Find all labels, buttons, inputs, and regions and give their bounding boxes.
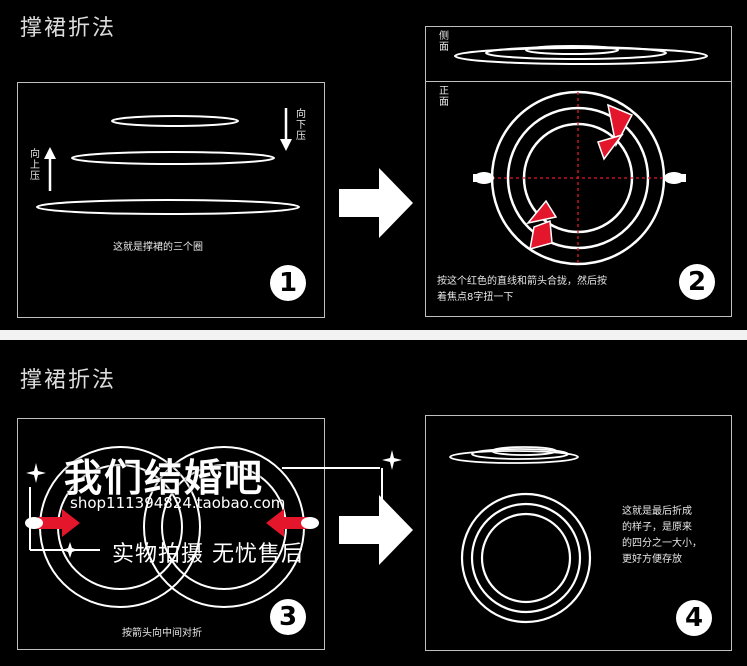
top-section: 撑裙折法 向下压 向上压 这就是撑裙的三个圈 1 侧面 正面: [0, 0, 747, 330]
red-arrow-left-icon: [266, 509, 308, 537]
step-badge: 3: [270, 599, 306, 635]
label-side-view: 侧面: [439, 31, 449, 53]
red-arrow-up-icon: [526, 199, 558, 251]
side-view-rings: [454, 45, 708, 65]
section-title: 撑裙折法: [20, 368, 117, 393]
watermark-frame: [26, 450, 402, 558]
caption-line: 更好方便存放: [622, 554, 682, 565]
panel-divider: [426, 81, 731, 82]
caption-line: 着焦点8字扭一下: [437, 292, 514, 303]
hand-right-icon: [301, 517, 319, 529]
caption-line: 的样子，是原来: [622, 522, 692, 533]
panel-step-4: 这就是最后折成 的样子，是原来 的四分之一大小， 更好方便存放 4: [425, 415, 732, 651]
three-rings-diagram: [36, 108, 300, 215]
panel-step-2: 侧面 正面: [425, 26, 732, 317]
ring-fold-diagram: [454, 45, 708, 266]
watermark-title: 我们结婚吧: [64, 456, 265, 500]
label-press-down: 向下压: [296, 109, 306, 142]
bottom-section: 撑裙折法: [0, 340, 747, 666]
watermark-url: shop111394824.taobao.com: [70, 494, 286, 512]
caption-line: 的四分之一大小，: [622, 538, 702, 549]
next-arrow-icon: [339, 168, 413, 238]
panel-caption: 这就是最后折成 的样子，是原来 的四分之一大小， 更好方便存放: [622, 504, 722, 568]
section-title: 撑裙折法: [20, 16, 117, 41]
arrow-up-icon: [44, 147, 56, 191]
red-arrow-down-icon: [597, 103, 634, 161]
front-view-rings: [460, 492, 592, 624]
final-folded-diagram: [449, 446, 592, 624]
arrow-down-icon: [280, 108, 292, 151]
section-divider: [0, 330, 747, 340]
caption-line: 按这个红色的直线和箭头合拢，然后按: [437, 276, 607, 287]
label-press-up: 向上压: [30, 149, 40, 182]
hand-left-icon: [473, 172, 494, 184]
hand-right-icon: [664, 172, 686, 184]
watermark-slogan: 实物拍摄 无忧售后: [112, 542, 304, 567]
label-front-view: 正面: [439, 86, 449, 108]
step-badge: 1: [270, 265, 306, 301]
panel-caption: 按箭头向中间对折: [122, 628, 202, 639]
red-arrow-right-icon: [38, 509, 80, 537]
next-arrow-icon: [339, 495, 413, 565]
panel-caption: 按这个红色的直线和箭头合拢，然后按 着焦点8字扭一下: [437, 274, 677, 306]
sparkle-icon: [26, 450, 402, 558]
panel-step-1: 向下压 向上压 这就是撑裙的三个圈 1: [17, 82, 325, 318]
caption-line: 这就是最后折成: [622, 506, 692, 517]
panel-step-3: 按箭头向中间对折 3: [17, 418, 325, 650]
panel-caption: 这就是撑裙的三个圈: [113, 242, 203, 253]
side-view-rings: [449, 446, 579, 464]
half-fold-diagram: [25, 446, 319, 608]
step-badge: 2: [679, 264, 715, 300]
step-badge: 4: [676, 600, 712, 636]
